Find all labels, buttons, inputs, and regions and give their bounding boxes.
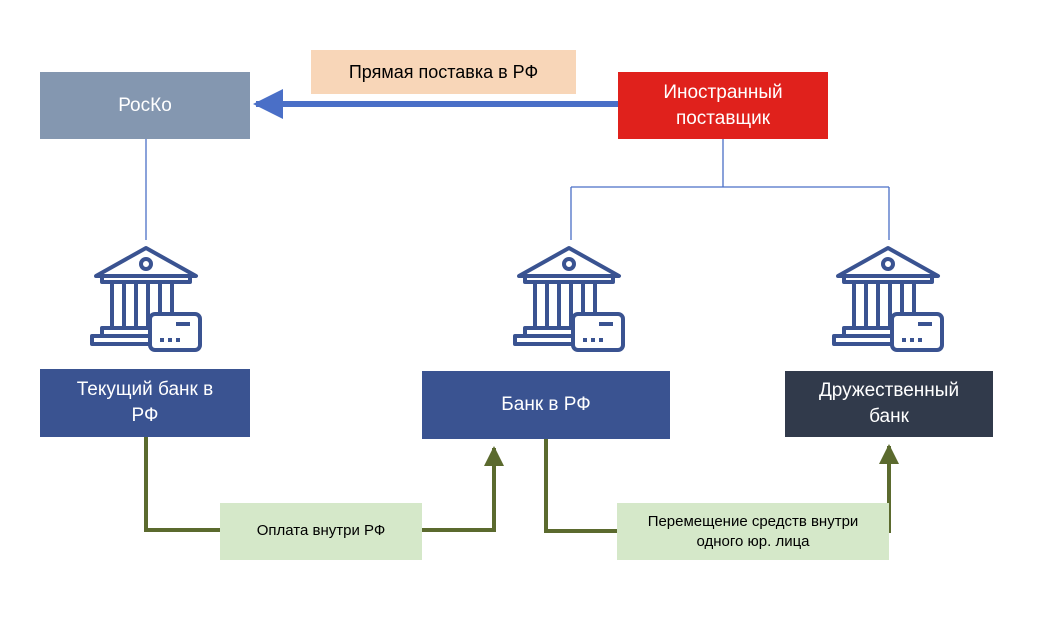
foreign-supplier-node: Иностранный поставщик <box>618 72 828 139</box>
bank-rf-node: Банк в РФ <box>422 371 670 439</box>
payment-inside-text: Оплата внутри РФ <box>256 522 386 540</box>
friendly-bank-label-line2: банк <box>869 406 909 427</box>
foreign-supplier-label-line2: поставщик <box>675 107 771 129</box>
rosko-node: РосКо <box>40 72 250 139</box>
bank-card-icon <box>90 246 202 352</box>
current-bank-label-line2: РФ <box>131 405 159 426</box>
direct-supply-label: Прямая поставка в РФ <box>311 50 576 94</box>
friendly-bank-node: Дружественный банк <box>785 371 993 437</box>
bank-card-icon <box>513 246 625 352</box>
funds-transfer-text-line1: Перемещение средств внутри <box>647 513 859 530</box>
rosko-label: РосКо <box>118 94 172 116</box>
current-bank-node: Текущий банк в РФ <box>40 369 250 437</box>
foreign-supplier-label-line1: Иностранный <box>663 81 783 103</box>
bank-card-icon <box>832 246 944 352</box>
supplier-banks-connector <box>570 139 890 240</box>
current-bank-label-line1: Текущий банк в <box>76 379 214 401</box>
funds-transfer-text-line2: одного юр. лица <box>696 532 810 550</box>
payment-inside-label: Оплата внутри РФ <box>220 503 422 560</box>
friendly-bank-label-line1: Дружественный <box>818 380 960 402</box>
bank-rf-label: Банк в РФ <box>501 394 591 416</box>
funds-transfer-label: Перемещение средств внутри одного юр. ли… <box>617 503 889 560</box>
direct-supply-text: Прямая поставка в РФ <box>348 61 539 82</box>
